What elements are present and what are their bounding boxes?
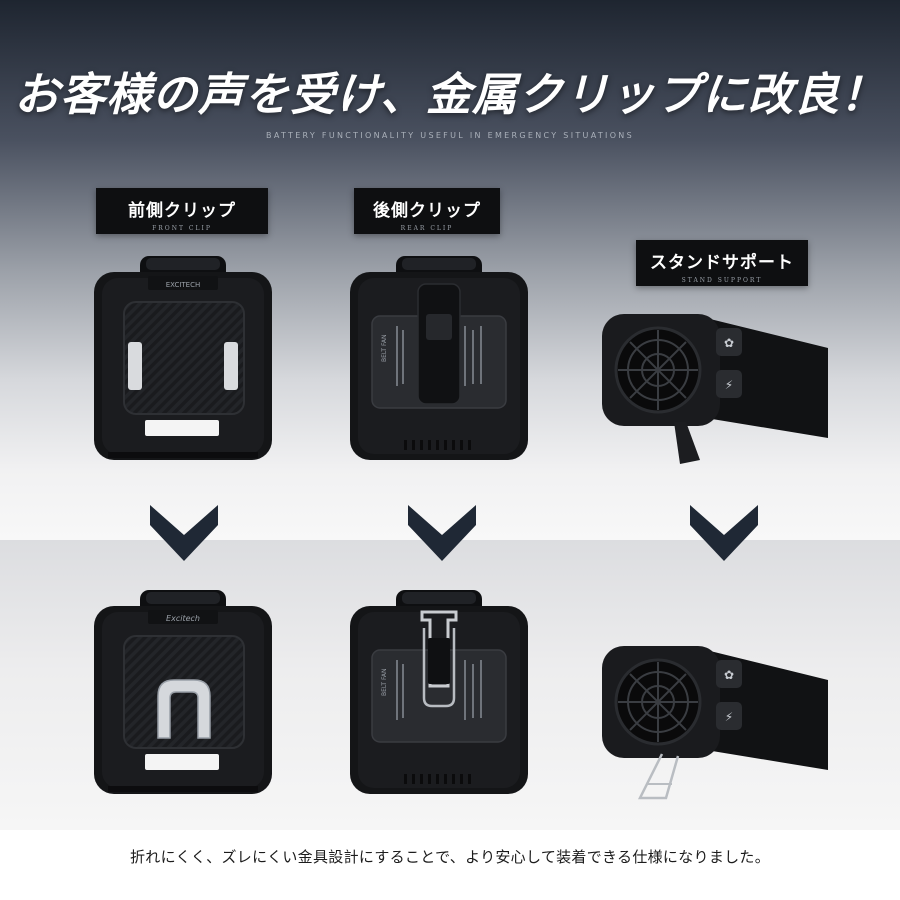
product-stand-old: ✿ ⚡ [602,314,828,464]
product-rear-old-clip: BELT FAN [350,256,528,460]
fan-icon: ✿ [724,668,734,682]
product-front-old-clip: EXCITECH [94,256,272,460]
label-rear-clip: 後側クリップ REAR CLIP [354,188,500,234]
flashlight-button [716,702,742,730]
subheadline: BATTERY FUNCTIONALITY USEFUL IN EMERGENC… [266,131,634,140]
label-front-clip-jp: 前側クリップ [128,201,236,221]
label-stand-support-jp: スタンドサポート [650,253,794,273]
label-stand-support: スタンドサポート STAND SUPPORT [636,240,808,286]
brand-old-text: EXCITECH [166,281,201,289]
fan-button [716,328,742,356]
flashlight-icon: ⚡ [725,378,733,392]
label-front-clip-en: FRONT CLIP [152,225,212,232]
label-front-clip: 前側クリップ FRONT CLIP [96,188,268,234]
brand-new-text: Excitech [166,614,200,623]
flashlight-button [716,370,742,398]
product-front-metal-clip: Excitech [94,590,272,794]
fan-icon: ✿ [724,336,734,350]
product-rear-metal-clip: BELT FAN [350,590,528,794]
rear-label-title-new: BELT FAN [381,669,388,697]
label-rear-clip-jp: 後側クリップ [373,201,481,221]
product-stand-metal: ✿ ⚡ [602,646,828,800]
label-stand-support-en: STAND SUPPORT [681,277,763,284]
caption: 折れにくく、ズレにくい金具設計にすることで、より安心して装着できる仕様になりまし… [129,848,771,866]
flashlight-icon: ⚡ [725,710,733,724]
rear-label-title: BELT FAN [381,335,388,363]
headline: お客様の声を受け、金属クリップに改良！ [14,68,886,121]
fan-button [716,660,742,688]
label-rear-clip-en: REAR CLIP [400,225,454,232]
